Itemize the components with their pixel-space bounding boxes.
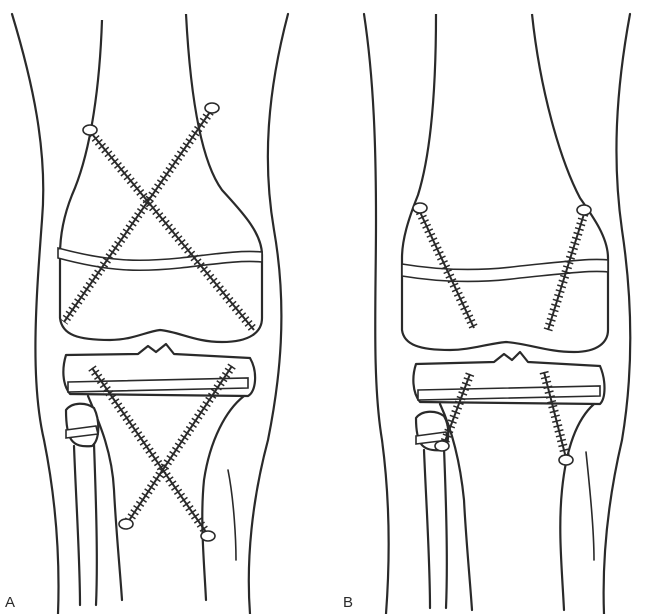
staple-head-icon <box>201 531 215 541</box>
staple-head-icon <box>83 125 97 135</box>
fibula-shaft-a <box>74 444 97 605</box>
staple-head-icon <box>559 455 573 465</box>
staple-head-icon <box>119 519 133 529</box>
calf-line-a <box>228 470 236 560</box>
tibia-shaft-right-a <box>202 396 244 600</box>
panel-label-b: B <box>343 594 353 611</box>
staple-head-icon <box>205 103 219 113</box>
staple-head-icon <box>435 441 449 451</box>
staple-head-icon <box>577 205 591 215</box>
skin-outline-left-b <box>364 14 389 614</box>
skin-outline-left-a <box>12 14 58 614</box>
panel-a <box>12 14 288 614</box>
calf-line-b <box>586 452 594 560</box>
femur-b <box>402 14 608 352</box>
tibia-shaft-right-b <box>560 404 594 610</box>
fibula-head-a <box>66 404 98 447</box>
panel-label-a: A <box>5 594 15 611</box>
femur-a <box>60 14 262 342</box>
fibula-shaft-b <box>424 448 447 608</box>
staple-head-icon <box>413 203 427 213</box>
panel-b <box>364 14 630 614</box>
